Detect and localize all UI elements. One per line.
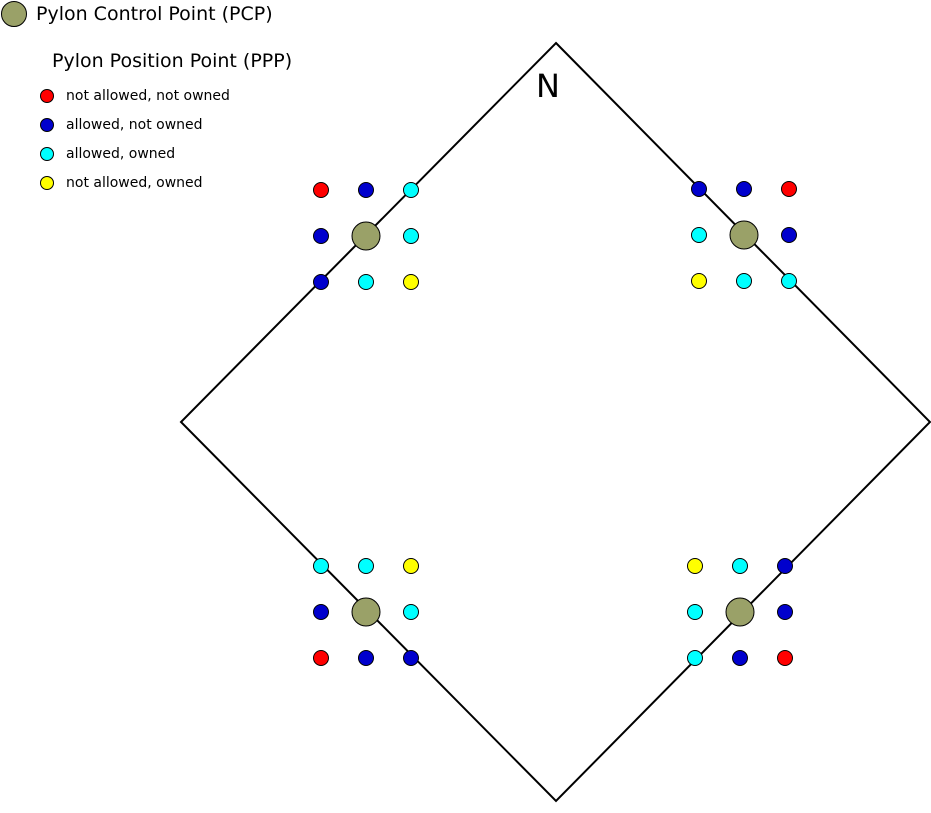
ppp-dot-upper-left-yellow xyxy=(403,274,419,290)
ppp-legend-items: not allowed, not owned allowed, not owned… xyxy=(40,88,230,205)
course-diamond-outline xyxy=(179,41,931,803)
ppp-dot-upper-left-blue xyxy=(358,182,374,198)
ppp-dot-lower-right-cyan xyxy=(687,650,703,666)
legend-pcp-row: Pylon Control Point (PCP) xyxy=(1,1,273,27)
legend-item-red: not allowed, not owned xyxy=(40,88,230,104)
pcp-legend-label: Pylon Control Point (PCP) xyxy=(36,3,273,25)
ppp-dot-upper-right-cyan xyxy=(736,273,752,289)
ppp-dot-upper-left-blue xyxy=(313,274,329,290)
blue-dot-icon xyxy=(40,118,54,132)
ppp-dot-lower-left-red xyxy=(313,650,329,666)
pcp-upper-right xyxy=(729,220,759,250)
legend-item-blue: allowed, not owned xyxy=(40,117,230,133)
ppp-dot-upper-left-red xyxy=(313,182,329,198)
ppp-dot-lower-left-cyan xyxy=(403,604,419,620)
cyan-dot-icon xyxy=(40,147,54,161)
pcp-lower-right xyxy=(725,597,755,627)
ppp-dot-lower-right-red xyxy=(777,650,793,666)
yellow-dot-icon xyxy=(40,176,54,190)
ppp-dot-lower-right-blue xyxy=(777,604,793,620)
ppp-dot-upper-right-blue xyxy=(691,181,707,197)
ppp-dot-lower-left-blue xyxy=(403,650,419,666)
ppp-dot-upper-left-cyan xyxy=(358,274,374,290)
red-dot-icon xyxy=(40,89,54,103)
legend-item-label: not allowed, owned xyxy=(66,175,203,191)
ppp-dot-lower-right-yellow xyxy=(687,558,703,574)
ppp-dot-lower-right-blue xyxy=(777,558,793,574)
legend-item-label: allowed, not owned xyxy=(66,117,203,133)
ppp-dot-lower-right-cyan xyxy=(732,558,748,574)
pcp-legend-icon xyxy=(1,1,27,27)
ppp-dot-upper-left-cyan xyxy=(403,228,419,244)
ppp-dot-lower-left-cyan xyxy=(358,558,374,574)
pcp-lower-left xyxy=(351,597,381,627)
legend-item-label: allowed, owned xyxy=(66,146,176,162)
legend-item-label: not allowed, not owned xyxy=(66,88,230,104)
ppp-dot-lower-left-blue xyxy=(358,650,374,666)
ppp-dot-lower-right-cyan xyxy=(687,604,703,620)
ppp-dot-lower-left-yellow xyxy=(403,558,419,574)
ppp-dot-lower-left-cyan xyxy=(313,558,329,574)
ppp-dot-upper-right-blue xyxy=(781,227,797,243)
north-label: N xyxy=(536,67,560,105)
ppp-dot-upper-right-yellow xyxy=(691,273,707,289)
ppp-dot-upper-right-red xyxy=(781,181,797,197)
ppp-dot-upper-right-blue xyxy=(736,181,752,197)
pcp-upper-left xyxy=(351,221,381,251)
ppp-dot-upper-left-blue xyxy=(313,228,329,244)
ppp-dot-upper-right-cyan xyxy=(781,273,797,289)
legend-item-cyan: allowed, owned xyxy=(40,146,230,162)
ppp-dot-upper-right-cyan xyxy=(691,227,707,243)
legend-item-yellow: not allowed, owned xyxy=(40,175,230,191)
ppp-legend-title: Pylon Position Point (PPP) xyxy=(52,50,293,72)
ppp-dot-lower-left-blue xyxy=(313,604,329,620)
ppp-dot-upper-left-cyan xyxy=(403,182,419,198)
ppp-dot-lower-right-blue xyxy=(732,650,748,666)
